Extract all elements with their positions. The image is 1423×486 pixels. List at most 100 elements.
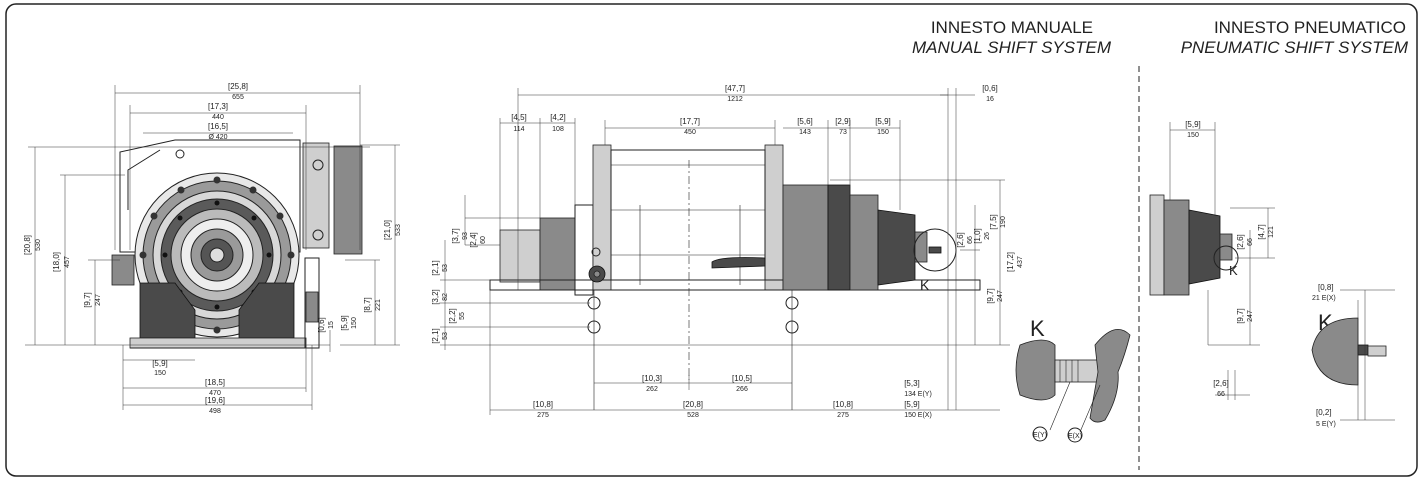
dim-label: 528 <box>687 412 699 419</box>
pneumatic-dimension-lines <box>1169 122 1275 400</box>
dim-label: 82 <box>442 293 449 301</box>
dim-label: 21 E(X) <box>1312 295 1336 302</box>
dim-label: 150 <box>877 129 889 136</box>
dim-label: 60 <box>480 236 487 244</box>
front-view-dimension-labels: [25,8] 655 [17,3] 440 [16,5] Ø 420 [20,8… <box>23 82 402 415</box>
dim-label: [1,0] <box>973 228 982 244</box>
side-view-dimension-labels: [47,7] 1212 [0,6] 16 [4,5] 114 [4,2] 108… <box>431 84 1024 419</box>
detail-k-marker-pneumatic: K <box>1229 263 1238 278</box>
dim-label: 221 <box>375 299 382 311</box>
dim-label: [0,8] <box>1318 283 1334 292</box>
dim-label: [9,7] <box>1236 308 1245 324</box>
dim-label: [2,6] <box>956 232 965 248</box>
dim-label: 262 <box>646 386 658 393</box>
dim-label: [2,1] <box>431 260 440 276</box>
dim-label: [16,5] <box>208 122 228 131</box>
header-pneumatic-en: PNEUMATIC SHIFT SYSTEM <box>1181 38 1409 57</box>
dim-label: [0,6] <box>982 84 998 93</box>
dim-label: [20,8] <box>23 235 32 255</box>
dim-label: [10,5] <box>732 374 752 383</box>
dim-label: 275 <box>837 412 849 419</box>
dim-label: 450 <box>684 129 696 136</box>
dim-label: 55 <box>459 312 466 320</box>
dim-label: 134 E(Y) <box>904 391 932 398</box>
header-manual-it: INNESTO MANUALE <box>931 18 1093 37</box>
dim-label: [5,3] <box>904 379 920 388</box>
dim-label: [2,6] <box>1213 379 1229 388</box>
dim-label: [3,7] <box>451 228 460 244</box>
dim-label: [17,3] <box>208 102 228 111</box>
dim-label: 655 <box>232 94 244 101</box>
dim-label: 457 <box>64 256 71 268</box>
dim-label: [7,5] <box>989 214 998 230</box>
dim-label: 15 <box>328 321 335 329</box>
dim-label: 114 <box>513 126 524 133</box>
header-pneumatic-it: INNESTO PNEUMATICO <box>1214 18 1406 37</box>
side-view-dimension-lines <box>440 88 1010 415</box>
dim-label: [2,1] <box>431 328 440 344</box>
dim-label: [5,6] <box>797 117 813 126</box>
dim-label: 150 <box>1187 132 1199 139</box>
detail-k-title-manual: K <box>1030 316 1045 341</box>
dim-label: 247 <box>1247 310 1254 322</box>
dim-label: [10,3] <box>642 374 662 383</box>
dim-label: [5,9] <box>875 117 891 126</box>
pneumatic-dimension-labels: [5,9] 150 [2,6] 66 [4,7] 121 [9,7] 247 [… <box>1185 120 1275 398</box>
dim-label: [18,0] <box>52 252 61 272</box>
detail-k-pneumatic: K [0,8] 21 E(X) [0,2] 5 E(Y) <box>1311 283 1395 428</box>
dim-label: [9,7] <box>83 292 92 308</box>
dim-label: [20,8] <box>683 400 703 409</box>
dim-label: [17,2] <box>1006 252 1015 272</box>
dim-label: [4,7] <box>1257 224 1266 240</box>
dim-label: [5,9] <box>904 400 920 409</box>
dim-label: 5 E(Y) <box>1316 421 1336 428</box>
dim-label: 53 <box>442 264 449 272</box>
front-view-dimension-lines <box>25 85 400 410</box>
dim-label: [10,8] <box>533 400 553 409</box>
dim-label: 530 <box>35 239 42 251</box>
dim-label: Ø 420 <box>208 134 227 141</box>
dim-label: 150 <box>351 317 358 329</box>
detail-k-marker-side: K <box>920 277 930 293</box>
dim-label: [25,8] <box>228 82 248 91</box>
callout-ex: E(X) <box>1068 433 1082 440</box>
dim-label: 66 <box>1247 238 1254 246</box>
dim-label: [5,9] <box>340 315 349 331</box>
dim-label: [2,2] <box>448 308 457 324</box>
dim-label: 53 <box>442 332 449 340</box>
detail-k-manual: K E(Y) E(X) <box>1015 316 1131 443</box>
side-view: K <box>489 144 981 410</box>
dim-label: [10,8] <box>833 400 853 409</box>
dim-label: 498 <box>209 408 221 415</box>
dim-label: 66 <box>967 236 974 244</box>
dim-label: 66 <box>1217 391 1225 398</box>
dim-label: [17,7] <box>680 117 700 126</box>
dim-label: 150 <box>154 370 166 377</box>
dim-label: 470 <box>209 390 221 397</box>
dim-label: 533 <box>395 224 402 236</box>
dim-label: 93 <box>462 232 469 240</box>
dim-label: [21,0] <box>383 220 392 240</box>
dim-label: 73 <box>839 129 847 136</box>
dim-label: 266 <box>736 386 748 393</box>
dim-label: 108 <box>552 126 564 133</box>
dim-label: [4,2] <box>550 113 566 122</box>
dim-label: [8,7] <box>363 297 372 313</box>
dim-label: 440 <box>212 114 224 121</box>
page-frame <box>5 3 1418 477</box>
dim-label: 150 E(X) <box>904 412 932 419</box>
dim-label: [18,5] <box>205 378 225 387</box>
header-manual-en: MANUAL SHIFT SYSTEM <box>912 38 1112 57</box>
dim-label: [47,7] <box>725 84 745 93</box>
dim-label: 16 <box>986 96 994 103</box>
dim-label: 247 <box>95 294 102 306</box>
dim-label: [9,7] <box>986 288 995 304</box>
dim-label: 1212 <box>727 96 743 103</box>
dim-label: [3,2] <box>431 289 440 305</box>
dim-label: [0,2] <box>1316 408 1332 417</box>
front-view <box>111 139 363 349</box>
callout-ey: E(Y) <box>1033 432 1047 439</box>
dim-label: 143 <box>799 129 811 136</box>
